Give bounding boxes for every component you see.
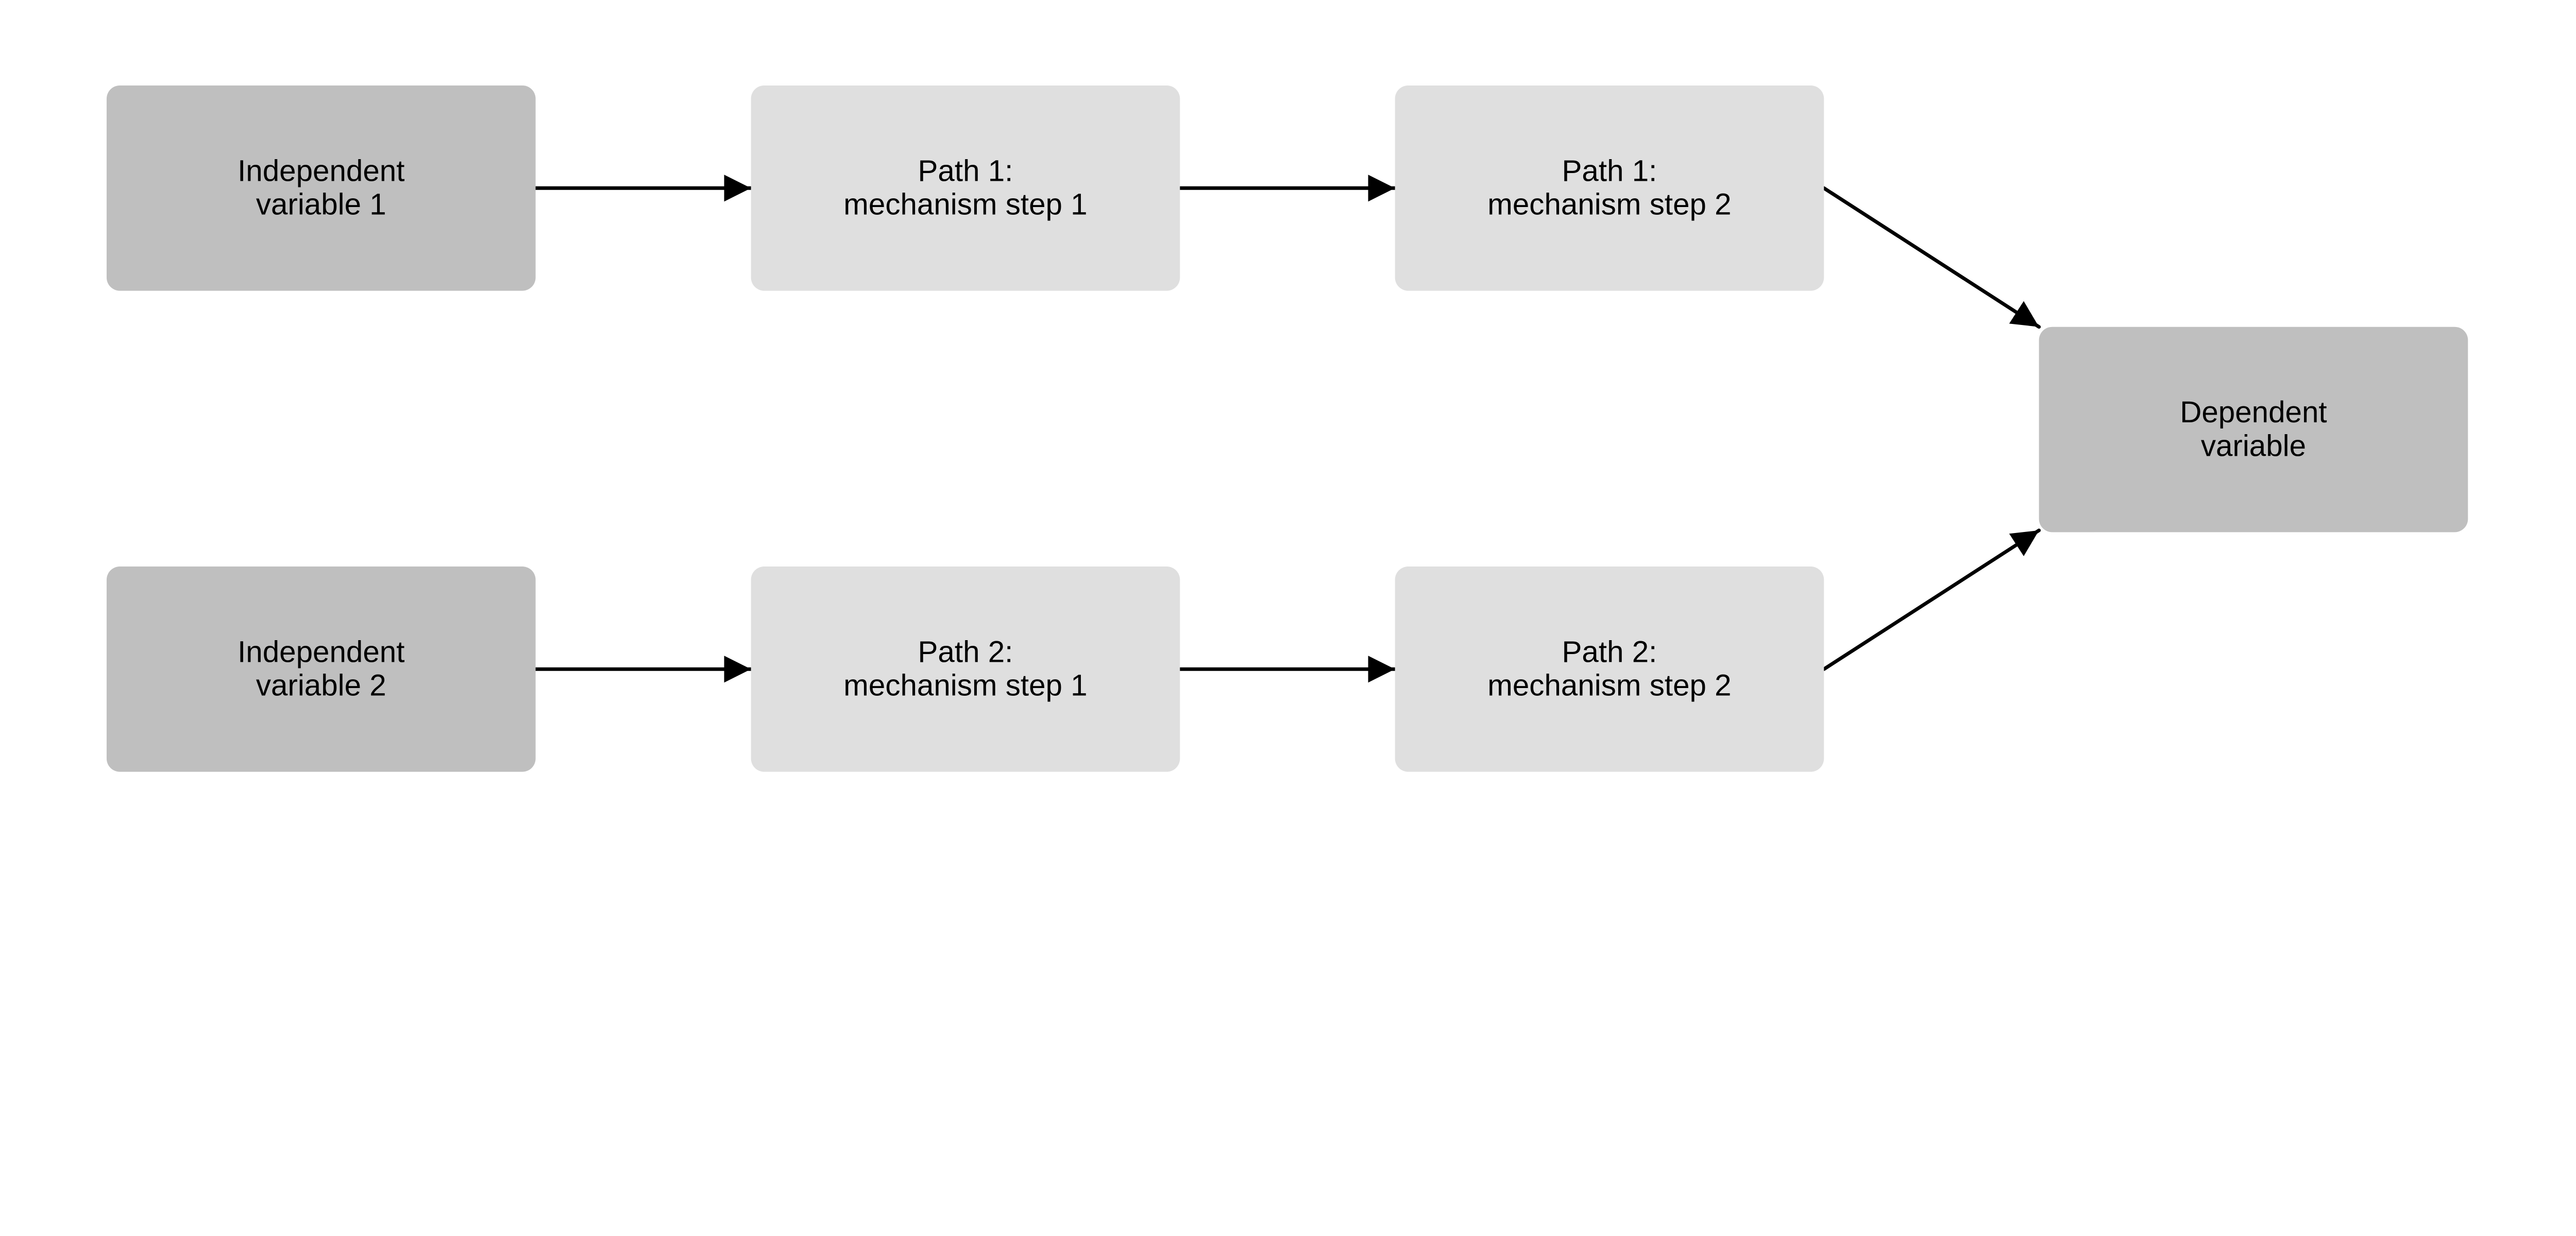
node-label: Path 1: <box>1562 154 1657 187</box>
node-box <box>1395 85 1824 291</box>
node-p1s2: Path 1:mechanism step 2 <box>1395 85 1824 291</box>
node-p2s1: Path 2:mechanism step 1 <box>751 566 1180 772</box>
node-box <box>2039 327 2468 533</box>
node-label: Path 1: <box>918 154 1013 187</box>
node-label: variable 1 <box>256 188 386 221</box>
node-label: variable 2 <box>256 669 386 702</box>
node-box <box>1395 566 1824 772</box>
node-label: mechanism step 2 <box>1487 188 1731 221</box>
arrow-p2s2-to-dv <box>1822 528 2041 671</box>
node-box <box>106 85 536 291</box>
node-label: Independent <box>238 154 404 187</box>
node-label: mechanism step 1 <box>843 669 1087 702</box>
node-p1s1: Path 1:mechanism step 1 <box>751 85 1180 291</box>
arrow-p1s2-to-dv <box>1822 186 2041 329</box>
node-label: Path 2: <box>1562 635 1657 668</box>
node-label: variable <box>2201 429 2306 462</box>
node-p2s2: Path 2:mechanism step 2 <box>1395 566 1824 772</box>
node-label: mechanism step 1 <box>843 188 1087 221</box>
node-label: Path 2: <box>918 635 1013 668</box>
node-box <box>106 566 536 772</box>
node-label: Independent <box>238 635 404 668</box>
node-label: Dependent <box>2180 396 2327 429</box>
node-label: mechanism step 2 <box>1487 669 1731 702</box>
node-box <box>751 566 1180 772</box>
node-box <box>751 85 1180 291</box>
